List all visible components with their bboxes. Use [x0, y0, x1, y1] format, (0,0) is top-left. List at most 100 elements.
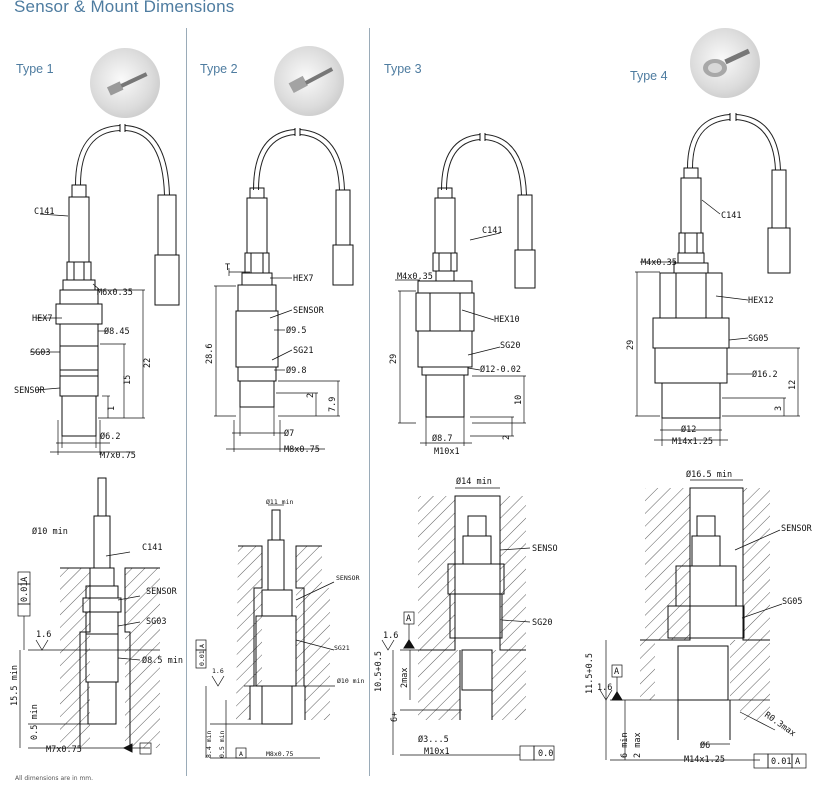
t3m-seal-label: SG20 [532, 618, 552, 628]
t1m-roughness: 1.6 [36, 630, 51, 640]
t1m-thread: M7x0.75 [46, 745, 82, 755]
type-2-sensor-drawing [235, 128, 354, 408]
footnote: All dimensions are in mm. [15, 775, 94, 782]
type-2-mount-drawing [195, 504, 335, 759]
t3m-depth: 10.5+0.5 [374, 651, 384, 692]
t4-length-29: 29 [626, 340, 636, 350]
type-4-mount-drawing [599, 479, 807, 769]
column-divider [186, 28, 187, 776]
t4m-bore-label: Ø16.5 min [686, 469, 732, 480]
t3m-bore-label: Ø14 min [456, 476, 492, 487]
t2-length-28-6: 28.6 [205, 344, 215, 364]
type-4-sensor-drawing [652, 113, 791, 419]
type-1-sensor-drawing [55, 124, 180, 437]
type-1-mount-drawing [17, 477, 160, 755]
type-2-photo [274, 46, 344, 116]
t2m-sensor-label: SENSOR [336, 574, 360, 582]
t2-seal-label: SG21 [293, 346, 313, 356]
type-1-photo [90, 48, 160, 118]
t3-thread-label: M4x0.35 [397, 272, 433, 282]
t3-thread: M10x1 [434, 447, 460, 457]
t2-thread: M8x0.75 [284, 445, 320, 455]
t2-length-2: 2 [306, 393, 316, 398]
t1m-depth: 15.5 min [10, 665, 20, 706]
t4m-seal-label: SG05 [782, 597, 802, 607]
t2m-datum-b: A [239, 750, 243, 758]
type-4-photo [690, 28, 760, 98]
type-3-label: Type 3 [384, 62, 422, 76]
t1-cable-label: C141 [34, 207, 54, 217]
t4-diameter-16-2: Ø16.2 [752, 369, 778, 380]
t2-hex-label: HEX7 [293, 274, 313, 284]
t3m-2max: 2max [400, 668, 410, 688]
t2-diameter-98: Ø9.8 [286, 365, 306, 376]
t2m-diameter: Ø10 min [337, 677, 364, 685]
column-divider [369, 28, 370, 776]
t4m-depth: 11.5+0.5 [585, 653, 595, 694]
t4-length-3: 3 [774, 406, 784, 411]
t4-tip-diameter: Ø12 [681, 424, 696, 435]
t2-t-label: T [225, 263, 230, 273]
t4m-radius: R0.3max [762, 710, 797, 739]
t4m-6min: 6 min [620, 732, 630, 758]
t4m-roughness: 1.6 [597, 683, 612, 693]
t1-length-22: 22 [143, 358, 153, 368]
t2m-bore-label: Ø11 min [266, 498, 293, 506]
t2m-seal-label: SG21 [334, 644, 350, 652]
t4-seal-label: SG05 [748, 334, 768, 344]
t3-length-10: 10 [514, 395, 524, 405]
type-2-label: Type 2 [200, 62, 238, 76]
t3m-sensor-label: SENSO [532, 544, 558, 554]
t2-diameter-95: Ø9.5 [286, 325, 306, 336]
t3-seal-label: SG20 [500, 341, 520, 351]
t3-length-29: 29 [389, 354, 399, 364]
t2m-depth: 8.4 min [205, 731, 213, 758]
t4m-2max: 2 max [633, 732, 643, 758]
t2m-roughness: 1.6 [212, 667, 224, 675]
t4m-sensor-label: SENSOR [781, 524, 813, 534]
t3m-6: 6+ [390, 712, 400, 722]
t4m-diameter: Ø6 [700, 740, 710, 751]
t1m-sensor-label: SENSOR [146, 587, 178, 597]
t1m-seal-label: SG03 [146, 617, 166, 627]
t1-length-1: 1 [107, 406, 117, 411]
t1-thread-m7: M7x0.75 [100, 451, 136, 461]
t1-length-15: 15 [123, 375, 133, 385]
t4-thread-label: M4x0.35 [641, 258, 677, 268]
t1-sensor-label: SENSOR [14, 386, 46, 396]
t3-tip-diameter: Ø8.7 [432, 433, 452, 444]
t4-cable-label: C141 [721, 211, 741, 221]
t1-thread-label: M6x0.35 [97, 288, 133, 298]
t2m-depth-small: 0.5 min [218, 731, 226, 758]
t3-cable-label: C141 [482, 226, 502, 236]
t4-hex-label: HEX12 [748, 296, 774, 306]
t1-diameter-label: Ø8.45 [104, 326, 130, 337]
type-3-mount-drawing [381, 487, 555, 761]
t2-tip-diameter: Ø7 [284, 428, 294, 439]
type-3-sensor-drawing [415, 133, 536, 418]
t1-hex-label: HEX7 [32, 314, 52, 324]
t1m-cable-label: C141 [142, 543, 162, 553]
t2-length-7-9: 7.9 [328, 397, 338, 412]
page-title: Sensor & Mount Dimensions [14, 0, 235, 16]
t3m-thread: M10x1 [424, 747, 450, 757]
t4m-datum-b: A [795, 757, 800, 767]
t2m-tolerance: 0.01 [198, 650, 206, 666]
t3-diameter-12: Ø12-0.02 [480, 364, 521, 375]
t3-hex-label: HEX10 [494, 315, 520, 325]
t2m-datum: A [198, 644, 206, 648]
t1m-tolerance: 0.01 [20, 582, 30, 602]
t4m-tolerance: 0.01 [771, 757, 791, 767]
t1-seal-label: SG03 [30, 348, 50, 358]
t2-sensor-label: SENSOR [293, 306, 325, 316]
t3m-datum: A [406, 614, 411, 624]
t3m-diameter: Ø3...5 [418, 734, 449, 745]
t1-tip-diameter: Ø6.2 [100, 431, 120, 442]
t1m-datum: A [20, 577, 30, 582]
t1m-diameter: Ø8.5 min [142, 655, 183, 666]
t2m-thread: M8x0.75 [266, 750, 293, 758]
t4-thread: M14x1.25 [672, 437, 713, 447]
t3-length-2: 2 [502, 435, 512, 440]
t3m-tolerance: 0.0 [538, 749, 553, 759]
